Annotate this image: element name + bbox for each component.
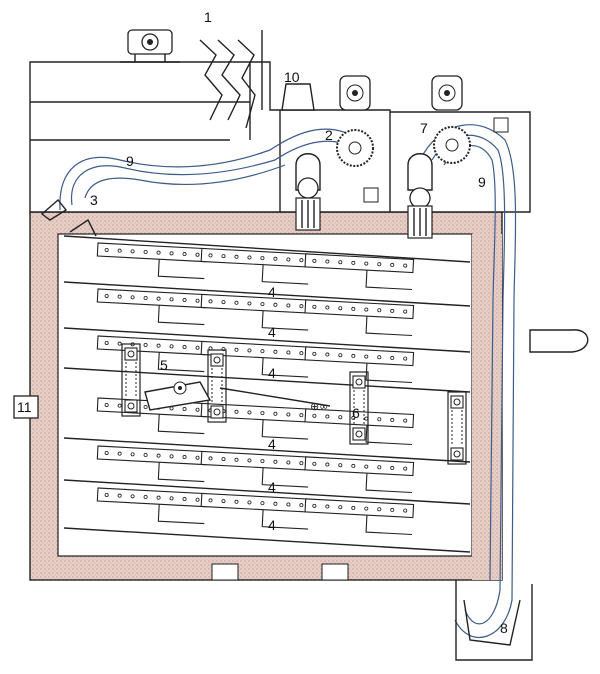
- damper: [363, 187, 379, 203]
- inlet-chute: [40, 198, 97, 237]
- damper: [493, 117, 509, 133]
- exhaust-outlet: [529, 329, 589, 353]
- label-8: 8: [500, 620, 508, 636]
- label-3: 3: [90, 192, 98, 208]
- label-2: 2: [325, 127, 333, 143]
- svg-text:⊕∞: ⊕∞: [310, 400, 328, 413]
- upper-housing: [29, 61, 531, 213]
- label-4: 4: [268, 324, 276, 340]
- label-4: 4: [268, 517, 276, 533]
- fan-icon: [336, 129, 374, 167]
- label-4: 4: [268, 365, 276, 381]
- base-opening: [321, 563, 349, 581]
- label-6: 6: [352, 405, 360, 421]
- label-11: 11: [17, 399, 32, 415]
- component-10: [281, 83, 315, 111]
- label-7: 7: [420, 120, 428, 136]
- label-5: 5: [160, 357, 168, 373]
- guide-plates: [63, 235, 471, 553]
- control-box: [13, 395, 39, 419]
- motor-icon: [120, 29, 180, 63]
- label-1: 1: [204, 9, 212, 25]
- feed-hopper: [199, 30, 263, 129]
- label-4: 4: [268, 479, 276, 495]
- discharge-hopper: [455, 580, 533, 661]
- base-opening: [211, 563, 239, 581]
- motor-icon: [339, 75, 371, 111]
- label-10: 10: [284, 69, 300, 85]
- label-4: 4: [268, 436, 276, 452]
- motor-icon: [431, 75, 463, 111]
- heater-unit: [407, 153, 433, 239]
- trolley-icon: ⊕∞: [144, 381, 331, 413]
- label-4: 4: [268, 284, 276, 300]
- label-9: 9: [478, 174, 486, 190]
- label-9: 9: [126, 153, 134, 169]
- fan-icon: [433, 126, 471, 164]
- heater-unit: [295, 153, 321, 231]
